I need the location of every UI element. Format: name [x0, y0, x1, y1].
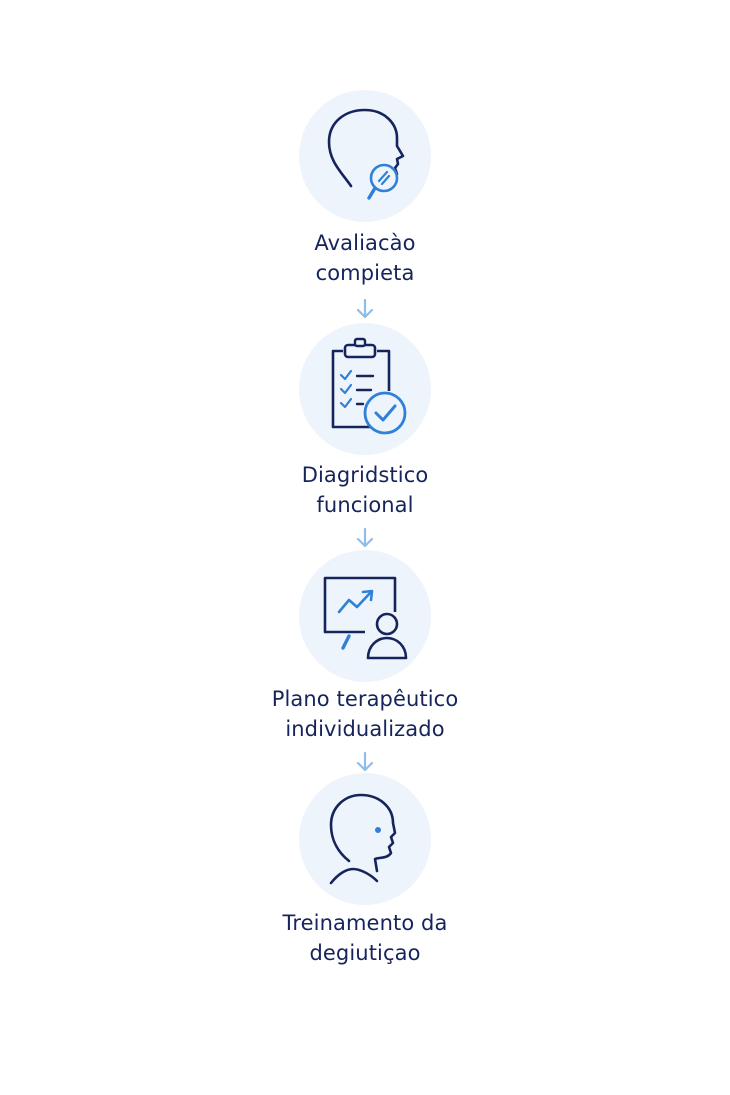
step-3-circle — [299, 550, 431, 682]
step-2-label-line1: Diagridstico — [301, 463, 429, 487]
presentation-chart-icon — [323, 576, 408, 660]
step-2-label: Diagridstico funcional — [215, 460, 515, 520]
step-2-label-line2: funcional — [316, 493, 414, 517]
step-1-circle — [299, 90, 431, 222]
step-3-label-line1: Plano terapêutico — [271, 687, 459, 711]
arrow-down-icon — [355, 298, 375, 320]
step-4-circle — [299, 773, 431, 905]
arrow-down-icon — [355, 751, 375, 773]
step-4-label-line2: degiutiçao — [309, 941, 421, 965]
step-3-label-line2: individualizado — [285, 717, 445, 741]
arrow-down-icon — [355, 527, 375, 549]
step-3-label: Plano terapêutico individualizado — [215, 684, 515, 744]
step-4-label-line1: Treinamento da — [282, 911, 448, 935]
step-1-label: Avaliacào compieta — [215, 228, 515, 288]
head-magnifier-icon — [327, 108, 405, 200]
step-4-label: Treinamento da degiutiçao — [215, 908, 515, 968]
clipboard-check-icon — [331, 337, 407, 435]
step-2-circle — [299, 323, 431, 455]
step-1-label-line1: Avaliacào — [314, 231, 416, 255]
step-1-label-line2: compieta — [315, 261, 415, 285]
head-profile-icon — [329, 793, 397, 885]
